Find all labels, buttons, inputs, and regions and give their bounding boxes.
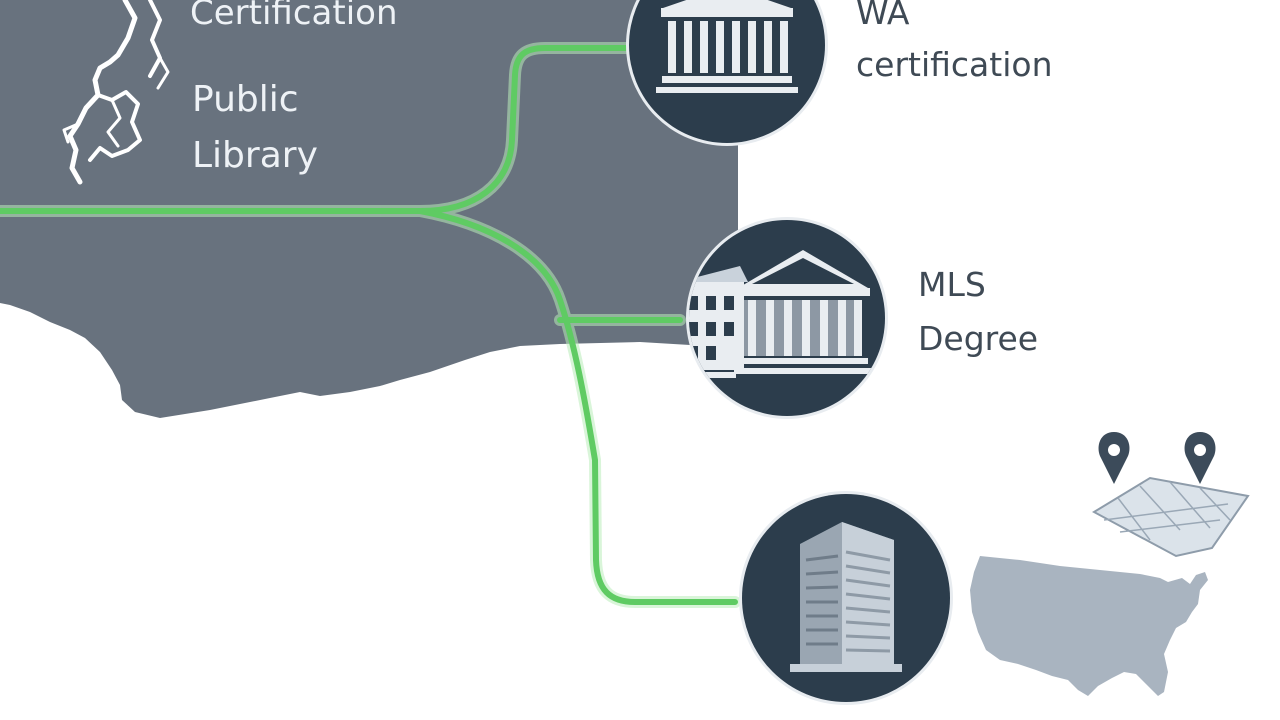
certification-label: Certification	[190, 0, 398, 33]
public-library-label-line1: Public	[192, 82, 299, 120]
office-node	[739, 491, 953, 705]
map-with-location-pins-icon	[1091, 432, 1250, 558]
public-library-label-line2: Library	[192, 138, 318, 176]
route-to-office	[417, 208, 738, 605]
united-states-map-icon	[970, 556, 1208, 696]
office-tower-icon	[790, 522, 902, 672]
mls-degree-node	[686, 217, 888, 419]
wa-certification-node	[626, 0, 828, 146]
mls-degree-label-line1: MLS	[918, 268, 986, 304]
university-building-icon	[689, 250, 874, 378]
route-to-wa-certification	[0, 45, 643, 214]
government-building-icon	[656, 0, 798, 93]
wa-certification-label-line2: certification	[856, 48, 1053, 84]
route-network	[0, 42, 741, 608]
location-pin-icon	[1184, 432, 1216, 484]
wa-certification-label-line1: WA	[856, 0, 910, 32]
location-pin-icon	[1098, 432, 1130, 484]
washington-state-map-icon	[62, 0, 170, 185]
mls-degree-label-line2: Degree	[918, 322, 1039, 358]
